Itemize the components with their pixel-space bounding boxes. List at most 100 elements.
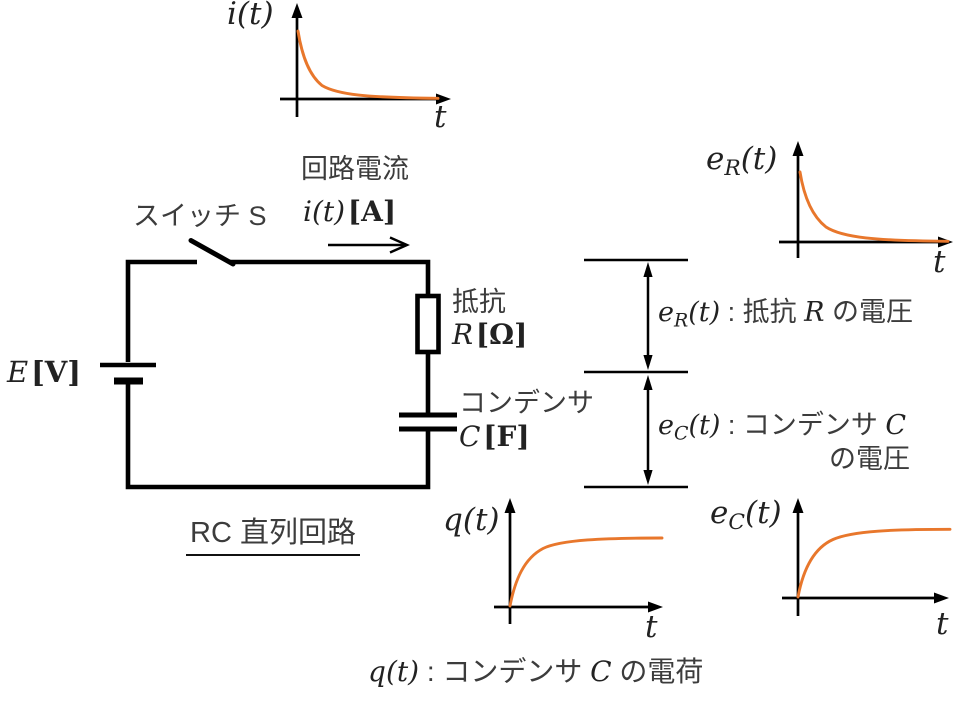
current-caption: 回路電流 (301, 154, 409, 184)
graph-q-xlabel: t (645, 610, 657, 645)
graph-ec-xarrow (934, 592, 949, 604)
graph-q-axis-arrowheads (504, 498, 663, 613)
graph-q-yarrow (504, 498, 516, 513)
current-symbol: i(t) [A] (303, 196, 396, 227)
er-ann-pre: 抵抗 (742, 297, 805, 327)
resistor-caption: 抵抗 (452, 287, 506, 317)
ec-voltage-annotation-line2: の電圧 (829, 444, 910, 474)
graph-i-xlabel-var: t (434, 99, 447, 135)
switch-label: スイッチ S (133, 201, 267, 231)
q-ann-var: q (368, 655, 386, 688)
resistor-symbol: R [Ω] (452, 319, 527, 350)
circuit-caption-text: RC 直列回路 (186, 517, 360, 556)
ec-arrowhead-down (643, 470, 653, 485)
ec-ann-sub: C (673, 422, 689, 445)
graph-q-ylabel-var: q (443, 502, 463, 538)
graph-ec-ylabel-sub: C (728, 510, 745, 536)
graph-q-curve (508, 536, 664, 608)
resistor-var: R (452, 318, 474, 351)
source-label: E [V] (7, 356, 81, 388)
voltage-arrowheads (643, 262, 653, 485)
graph-ec-xlabel: t (936, 607, 948, 642)
wire-bottom-loop (125, 384, 431, 490)
er-ann-sub: R (673, 309, 689, 332)
ec-ann-colon: : (720, 410, 743, 440)
q-ann-rest: (t) (385, 655, 420, 688)
graph-er-xlabel-var: t (933, 244, 946, 280)
resistor-icon (415, 293, 441, 355)
current-rest: (t) (311, 195, 346, 228)
resistor-caption-text: 抵抗 (452, 287, 506, 317)
er-ann-rvar: R (804, 297, 825, 328)
graph-er-axes (779, 154, 939, 258)
graph-i-ylabel-rest: (t) (236, 0, 274, 32)
er-arrowhead-down (643, 355, 653, 370)
capacitor-symbol: C [F] (459, 421, 530, 452)
ec-ann-line2: の電圧 (829, 444, 910, 474)
graph-q-xlabel-var: t (645, 609, 658, 645)
graph-er-ylabel-rest: (t) (740, 141, 778, 177)
q-ann-post: の電荷 (611, 656, 704, 687)
graph-i-yarrow (291, 3, 303, 18)
graph-q-ylabel: q(t) (443, 503, 500, 538)
current-caption-text: 回路電流 (301, 154, 409, 184)
graph-i-xlabel: t (434, 100, 446, 135)
graph-ec-yarrow (792, 498, 804, 513)
q-ann-cvar: C (590, 655, 612, 688)
ec-ann-var: e (658, 410, 674, 441)
capacitor-caption: コンデンサ (459, 388, 594, 418)
resistor-unit: [Ω] (475, 318, 528, 351)
current-var: i (303, 195, 312, 228)
graph-ec-curve (796, 527, 952, 599)
graph-i-ylabel: i(t) (227, 0, 274, 32)
graph-ec-ylabel-var: e (710, 495, 729, 531)
graph-i-axes (280, 16, 437, 117)
graph-i-axis-arrowheads (291, 3, 451, 105)
graph-er-xlabel: t (933, 245, 945, 280)
graph-er-yarrow (792, 141, 804, 156)
graph-q-xarrow (648, 601, 663, 613)
circuit-wires (125, 259, 431, 490)
circuit-caption: RC 直列回路 (186, 517, 360, 556)
er-ann-rest: (t) (688, 297, 721, 328)
graph-er-curve (798, 170, 950, 243)
wire-top-left (125, 259, 197, 362)
ec-ann-rest: (t) (688, 410, 721, 441)
capacitor-icon (399, 412, 457, 432)
graph-er-ylabel-sub: R (724, 156, 741, 182)
capacitor-var: C (459, 420, 481, 453)
ec-ann-pre: コンデンサ (742, 410, 886, 440)
er-ann-var: e (658, 297, 674, 328)
graph-er-axis-arrowheads (792, 141, 953, 248)
current-arrow-icon (328, 236, 410, 254)
source-unit: [V] (31, 355, 82, 389)
ec-voltage-annotation: eC(t) : コンデンサ C (658, 410, 906, 444)
ec-arrowhead-up (643, 375, 653, 390)
er-ann-post: の電圧 (824, 297, 914, 327)
graph-i-curve (296, 29, 440, 100)
graph-ec-axis-arrowheads (792, 498, 949, 604)
er-arrowhead-up (643, 262, 653, 277)
ec-ann-cvar: C (885, 410, 907, 441)
current-arrow-head (389, 236, 410, 254)
capacitor-unit: [F] (483, 420, 530, 453)
graph-ec-xlabel-var: t (936, 606, 949, 642)
graph-ec-ylabel: eC(t) (710, 496, 782, 535)
q-charge-annotation: q(t) : コンデンサ C の電荷 (368, 656, 703, 687)
q-ann-pre: コンデンサ (442, 656, 591, 687)
graph-q-ylabel-rest: (t) (462, 502, 500, 538)
graph-i-xarrow (436, 93, 451, 105)
voltage-reference-lines (584, 258, 688, 489)
switch-icon (188, 238, 236, 267)
graph-i-ylabel-var: i (227, 0, 237, 32)
graph-q-axes (494, 511, 649, 624)
battery-icon (100, 362, 156, 385)
graph-er-ylabel: eR(t) (706, 142, 777, 181)
graph-ec-ylabel-rest: (t) (744, 495, 782, 531)
source-var: E (7, 355, 29, 389)
wire-top-right (229, 259, 431, 296)
graph-ec-axes (782, 511, 935, 616)
current-unit: [A] (347, 195, 397, 228)
